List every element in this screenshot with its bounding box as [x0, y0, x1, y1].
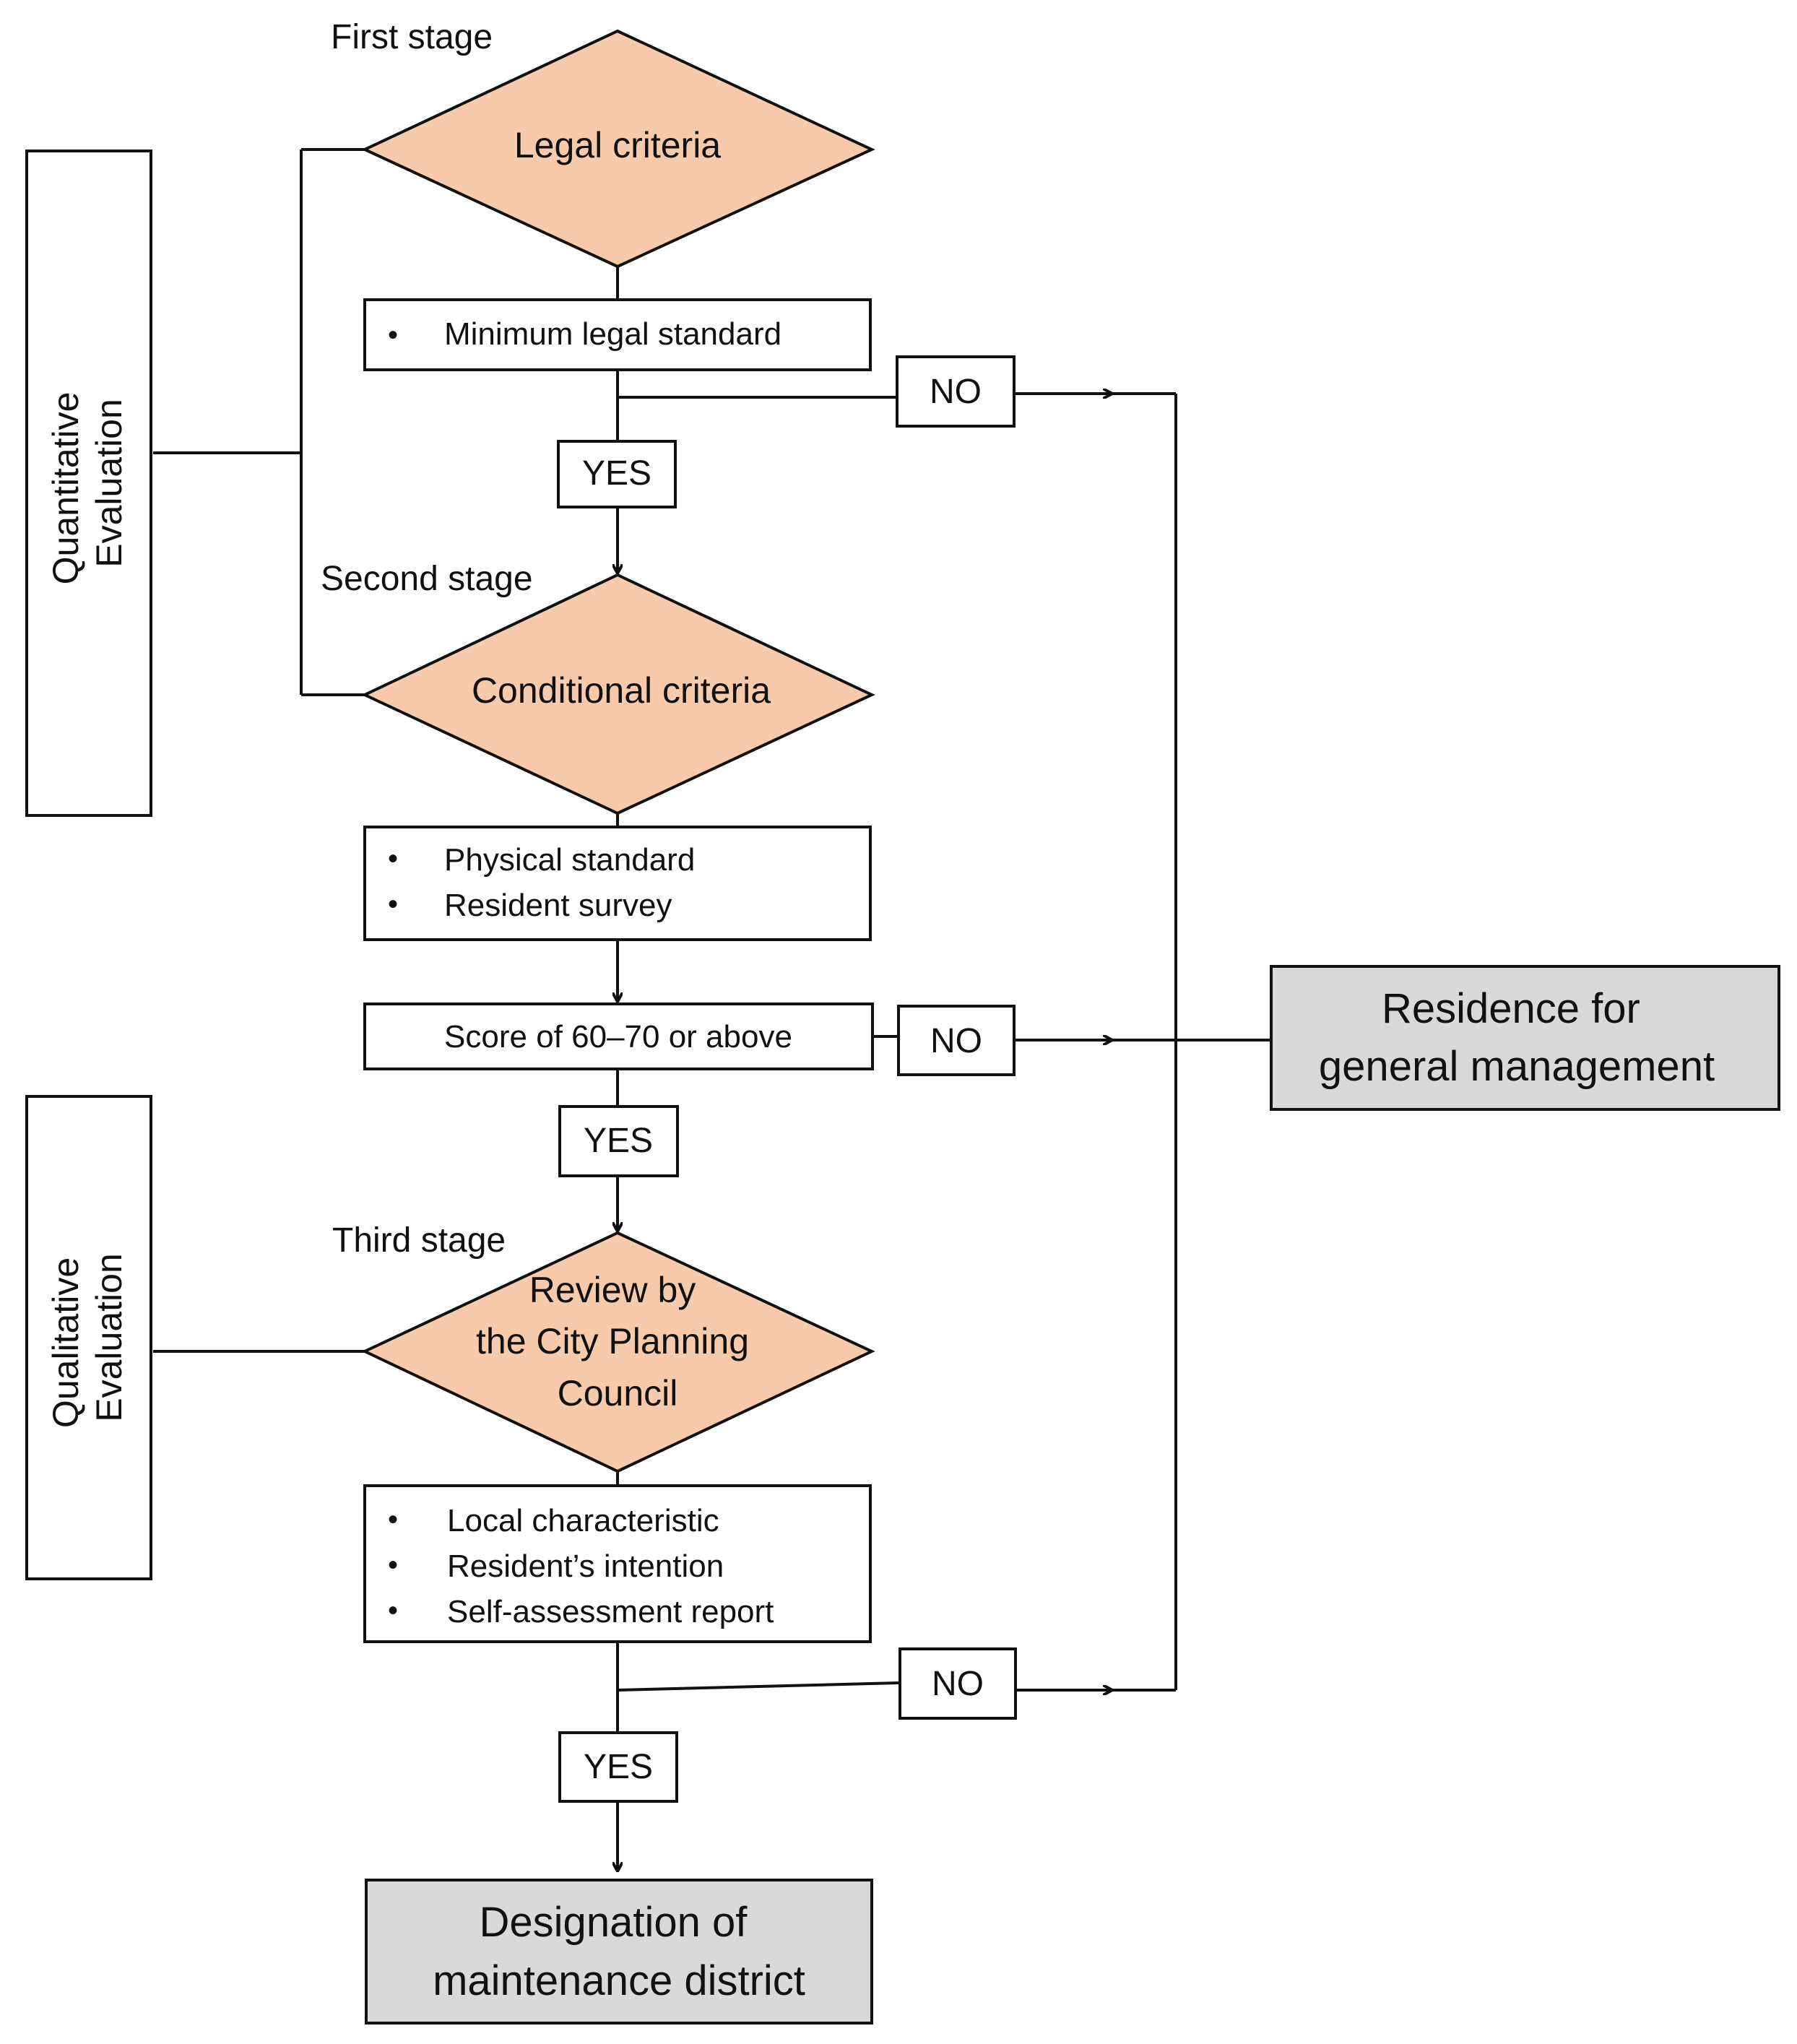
maintenance-district-outcome: Designation of maintenance district: [365, 1879, 873, 2024]
first-stage-label: First stage: [331, 18, 493, 56]
qualitative-label-line1: Qualitative: [46, 1257, 86, 1428]
maintenance-district-line2: maintenance district: [433, 1957, 805, 2004]
second-stage-label: Second stage: [321, 560, 533, 598]
maintenance-district-line1: Designation of: [480, 1899, 748, 1946]
bullet: •: [388, 319, 398, 351]
score-threshold-box: Score of 60–70 or above: [363, 1002, 874, 1070]
bullet: •: [388, 1549, 398, 1581]
bullet: •: [388, 1504, 398, 1536]
svg-text:YES: YES: [582, 454, 651, 493]
yes-label: YES: [557, 440, 677, 508]
quantitative-label-line1: Quantitative: [46, 392, 86, 585]
svg-text:YES: YES: [584, 1122, 653, 1160]
connector-to-no3: [617, 1681, 899, 1692]
quantitative-evaluation-box: Quantitative Evaluation: [25, 150, 152, 817]
review-title: Review by the City Planning Council: [476, 1270, 759, 1413]
legal-criteria-title: Legal criteria: [514, 125, 721, 165]
svg-text:NO: NO: [932, 1665, 984, 1703]
criteria-item: Local characteristic: [447, 1503, 719, 1538]
quantitative-label-line2: Evaluation: [89, 399, 129, 568]
criteria-item: Resident survey: [444, 888, 672, 923]
second-stage-criteria-list: • Physical standard • Resident survey: [363, 826, 872, 941]
svg-text:YES: YES: [584, 1748, 653, 1786]
svg-text:NO: NO: [930, 1022, 982, 1060]
general-management-line2: general management: [1319, 1043, 1715, 1090]
no-label: NO: [896, 355, 1016, 428]
bullet: •: [388, 888, 398, 920]
general-management-text: Residence for general management: [1319, 985, 1715, 1090]
legal-criteria-decision: Legal criteria: [361, 29, 875, 269]
no-label: NO: [898, 1647, 1017, 1720]
conditional-criteria-decision: Conditional criteria: [361, 573, 875, 815]
qualitative-label: Qualitative Evaluation: [46, 1247, 129, 1428]
review-title-line1: Review by: [529, 1270, 696, 1310]
criteria-item: Self-assessment report: [447, 1594, 774, 1629]
yes-label: YES: [558, 1731, 678, 1803]
svg-text:NO: NO: [930, 373, 982, 411]
connectors: [153, 148, 1270, 1871]
bullet: •: [388, 843, 398, 875]
maintenance-district-text: Designation of maintenance district: [433, 1899, 805, 2004]
review-title-line2: the City Planning: [476, 1321, 749, 1361]
no-label: NO: [897, 1005, 1016, 1076]
qualitative-label-line2: Evaluation: [89, 1253, 129, 1422]
first-stage-criteria-list: • Minimum legal standard: [363, 298, 872, 371]
general-management-line1: Residence for: [1382, 985, 1640, 1032]
criteria-item: Minimum legal standard: [444, 316, 781, 352]
criteria-item: Physical standard: [444, 842, 695, 878]
city-planning-review-decision: Review by the City Planning Council: [361, 1231, 875, 1473]
qualitative-evaluation-box: Qualitative Evaluation: [25, 1095, 152, 1580]
third-stage-label: Third stage: [332, 1221, 506, 1260]
review-title-line3: Council: [558, 1373, 678, 1413]
criteria-item: Resident’s intention: [447, 1549, 724, 1584]
conditional-criteria-title: Conditional criteria: [472, 670, 771, 711]
bullet: •: [388, 1595, 398, 1627]
third-stage-criteria-list: • Local characteristic • Resident’s inte…: [363, 1484, 872, 1643]
score-threshold-text: Score of 60–70 or above: [444, 1019, 792, 1055]
quantitative-label: Quantitative Evaluation: [46, 382, 129, 585]
general-management-outcome: Residence for general management: [1270, 965, 1780, 1111]
yes-label: YES: [558, 1105, 679, 1177]
